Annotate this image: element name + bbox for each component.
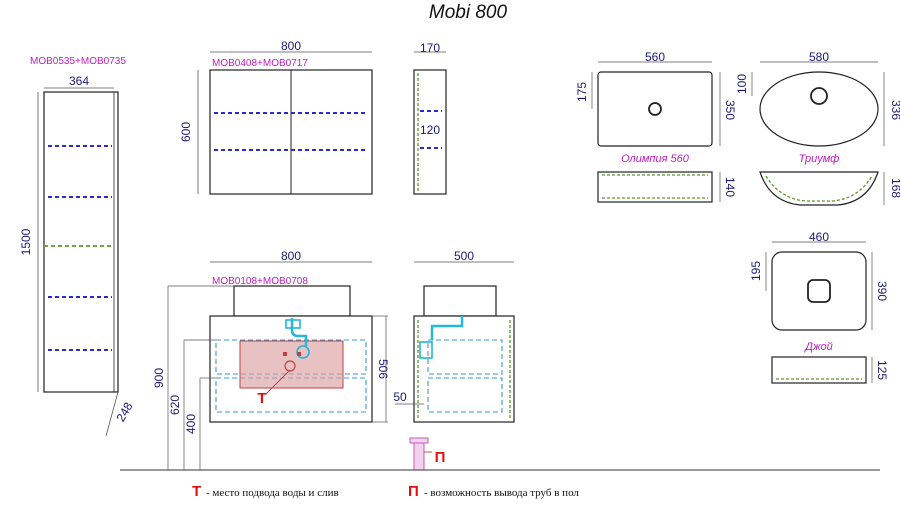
vanity-basin <box>233 285 351 317</box>
mirror-height: 600 <box>179 122 193 142</box>
olympia-hole: 175 <box>575 82 589 102</box>
joy-name: Джой <box>803 341 833 353</box>
triumph-side-view <box>759 171 879 206</box>
vanity-width: 800 <box>281 249 301 263</box>
column-cabinet: MOB0535+MOB0735 364 1500 248 <box>19 56 136 437</box>
mirror-width: 800 <box>281 39 301 53</box>
floor-pipe <box>413 441 425 471</box>
legend-t-marker: Т <box>192 483 201 500</box>
vanity-unit: 800 MOB0108+MOB0708 Т 900 620 400 506 <box>152 249 390 470</box>
column-code: MOB0535+MOB0735 <box>30 56 126 67</box>
mirror-side-shelf: 120 <box>420 123 440 137</box>
olympia-side-view <box>597 171 713 203</box>
floor-pipe-marker: П <box>435 449 446 466</box>
mirror-side-body <box>413 69 447 195</box>
olympia-depth: 350 <box>723 100 737 120</box>
vanity-code: MOB0108+MOB0708 <box>212 276 308 287</box>
column-height: 1500 <box>19 228 33 255</box>
joy-hole: 195 <box>749 261 763 281</box>
mirror-side-depth: 170 <box>420 41 440 55</box>
joy-width: 460 <box>809 230 829 244</box>
side-siphon-pipe <box>430 316 464 340</box>
legend: Т - место подвода воды и слив П - возмож… <box>192 483 579 500</box>
triumph-height: 168 <box>889 178 900 198</box>
triumph-depth: 336 <box>889 100 900 120</box>
column-depth: 248 <box>113 400 135 425</box>
olympia-top-view <box>597 71 713 147</box>
vanity-body-height: 506 <box>376 359 390 379</box>
vanity-height-mid: 620 <box>168 395 182 415</box>
vanity-side-view: 500 50 П <box>393 249 515 471</box>
triumph-top-view <box>759 71 879 147</box>
joy-top-view <box>771 251 867 331</box>
page-title: Mobi 800 <box>429 2 508 23</box>
triumph-name: Триумф <box>799 153 840 165</box>
legend-p-text: - возможность вывода труб в пол <box>424 487 579 499</box>
basin-joy: 460 195 390 Джой 125 <box>749 230 889 384</box>
legend-p-marker: П <box>408 483 419 500</box>
joy-height: 125 <box>875 360 889 380</box>
column-width: 364 <box>69 74 89 88</box>
olympia-width: 560 <box>645 50 665 64</box>
triumph-hole: 100 <box>735 74 749 94</box>
basin-triumph: 580 100 336 Триумф 168 <box>735 50 900 206</box>
mirror-cabinet: 800 MOB0408+MOB0717 600 <box>179 39 373 195</box>
mirror-side-view: 170 120 <box>413 41 447 195</box>
vanity-side-depth: 500 <box>454 249 474 263</box>
water-supply-marker: Т <box>257 390 266 407</box>
olympia-height: 140 <box>723 177 737 197</box>
olympia-name: Олимпия 560 <box>621 153 690 165</box>
legend-t-text: - место подвода воды и слив <box>206 487 339 499</box>
column-body <box>43 91 119 393</box>
joy-depth: 390 <box>875 281 889 301</box>
water-supply-zone <box>239 340 344 389</box>
vanity-height-total: 900 <box>152 368 166 388</box>
vanity-height-low: 400 <box>184 414 198 434</box>
triumph-width: 580 <box>809 50 829 64</box>
mirror-code: MOB0408+MOB0717 <box>212 58 308 69</box>
basin-olympia: 560 175 350 Олимпия 560 140 <box>575 50 737 203</box>
vanity-side-body <box>413 315 515 423</box>
vanity-side-offset: 50 <box>393 390 407 404</box>
siphon-pipe <box>290 318 308 346</box>
